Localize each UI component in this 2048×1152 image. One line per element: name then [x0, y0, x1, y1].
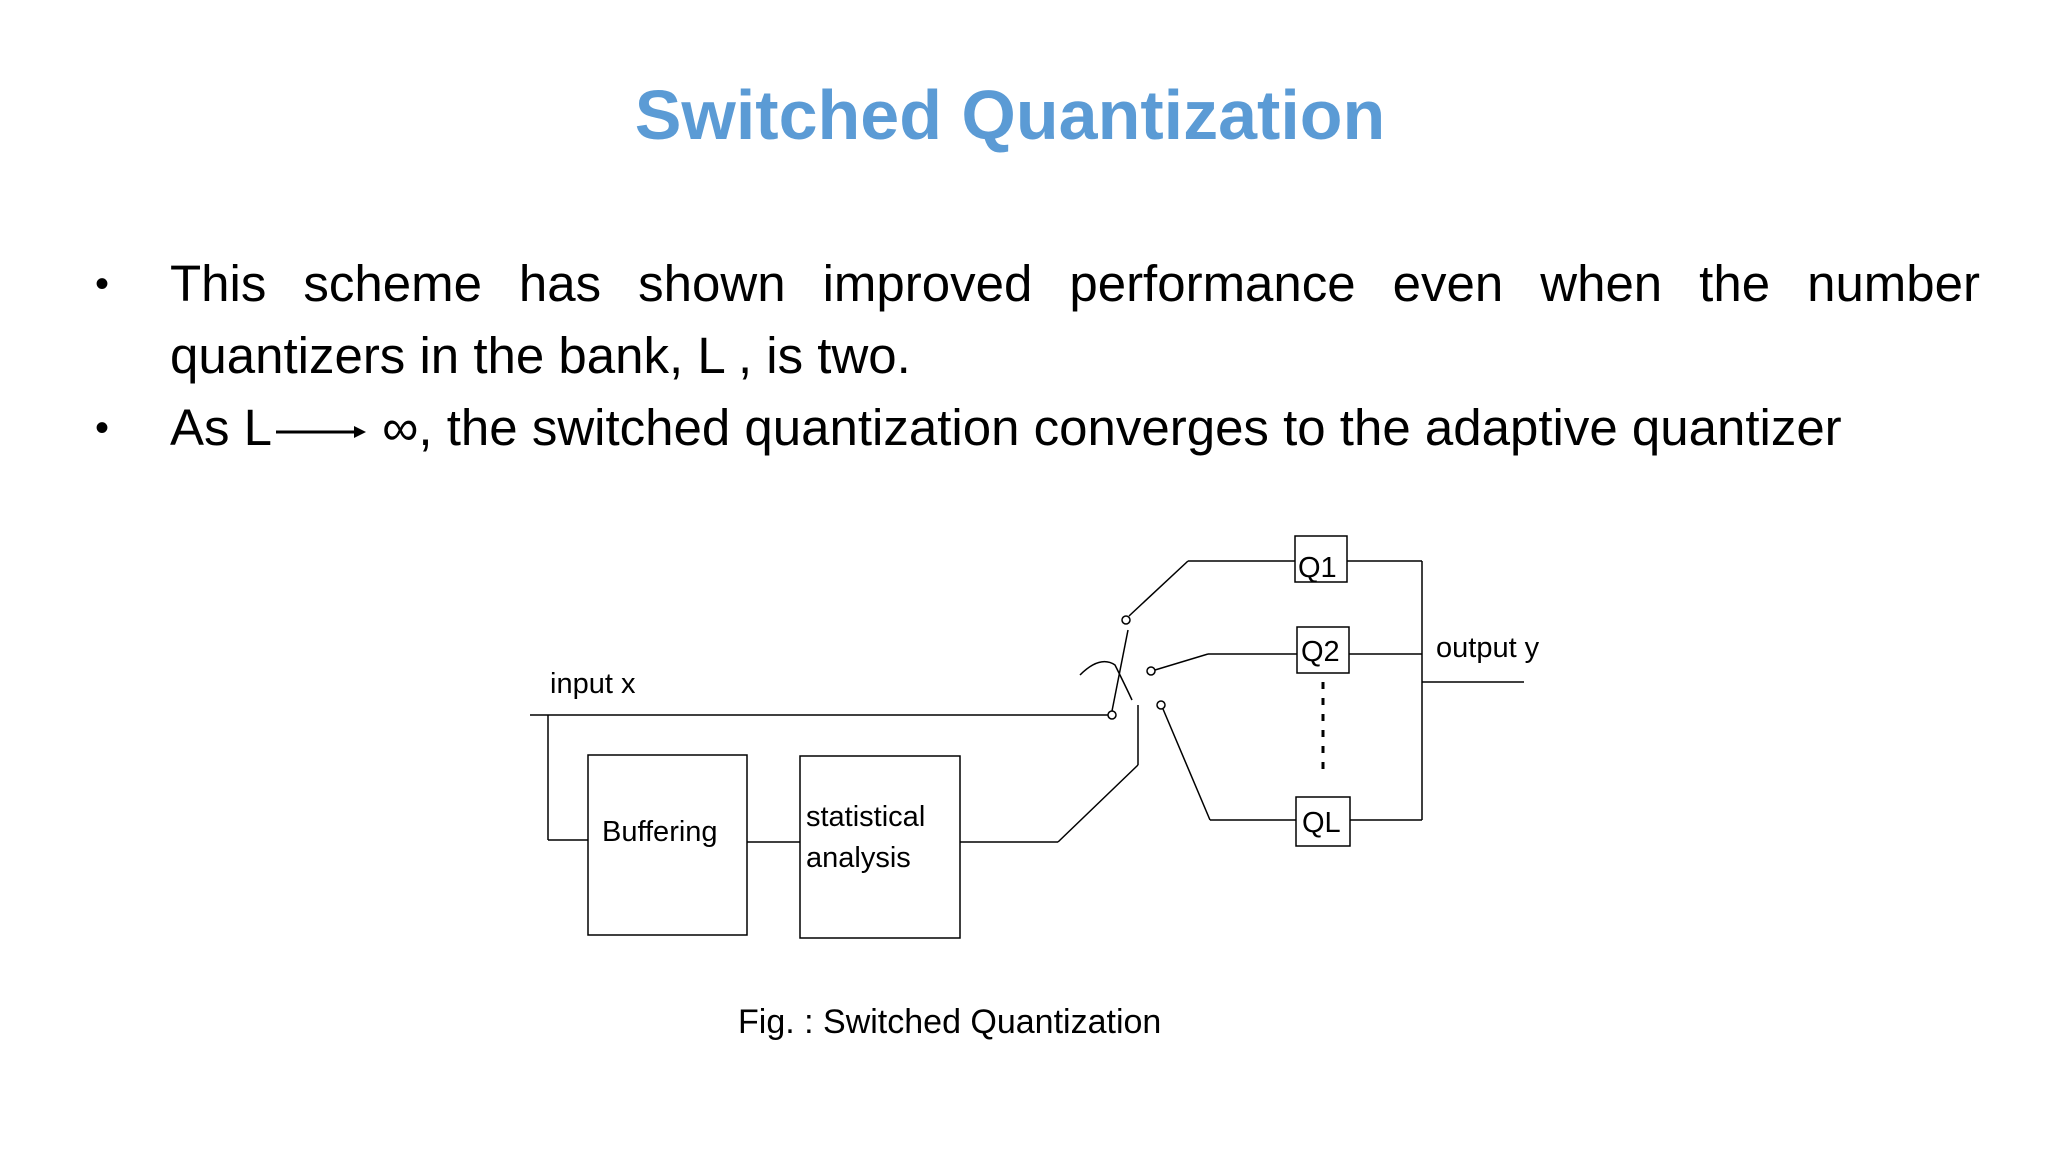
bullet-icon: • — [95, 406, 110, 450]
bullet-text-2: As L ∞, the switched quantization converg… — [170, 392, 1980, 464]
switch-arm — [1111, 629, 1129, 712]
right-arrow-icon — [276, 425, 367, 438]
output-label: output y — [1436, 632, 1540, 664]
switch-actuator — [1079, 660, 1133, 701]
bullet-list: • This scheme has shown improved perform… — [95, 248, 1980, 464]
buffering-label: Buffering — [602, 816, 718, 848]
quantizer-box-q1 — [1294, 535, 1348, 583]
switch-pivot — [1107, 710, 1117, 720]
contact-2-line — [1154, 653, 1209, 671]
switch-contact-l — [1156, 700, 1166, 710]
bullet-2-suffix: ∞, the switched quantization converges t… — [382, 399, 1842, 456]
figure-caption: Fig. : Switched Quantization — [738, 1003, 1162, 1041]
quantizer-label-ql: QL — [1302, 807, 1341, 839]
contact-1-line — [1128, 560, 1189, 617]
statistical-label-line2: analysis — [806, 842, 911, 874]
slide-title: Switched Quantization — [634, 76, 1386, 154]
bullet-text-1: This scheme has shown improved performan… — [170, 255, 1980, 384]
switch-contact-1 — [1121, 615, 1131, 625]
quantizer-label-q1: Q1 — [1298, 552, 1337, 584]
buffering-block — [587, 754, 748, 936]
switch-contact-2 — [1146, 666, 1156, 676]
quantizer-label-q2: Q2 — [1301, 636, 1340, 668]
bullet-2-prefix: As L — [170, 399, 273, 456]
statistical-label-line1: statistical — [806, 801, 925, 833]
quantizer-box-ql — [1295, 796, 1351, 847]
bullet-item-1: • This scheme has shown improved perform… — [95, 248, 1980, 392]
bullet-icon: • — [95, 262, 110, 306]
bullet-item-2: • As L ∞, the switched quantization conve… — [95, 392, 1980, 464]
statistical-analysis-block — [799, 755, 961, 939]
quantizer-box-q2 — [1296, 626, 1350, 674]
input-label: input x — [550, 668, 636, 700]
control-diagonal-line — [1057, 764, 1139, 843]
contact-l-line — [1162, 708, 1211, 821]
